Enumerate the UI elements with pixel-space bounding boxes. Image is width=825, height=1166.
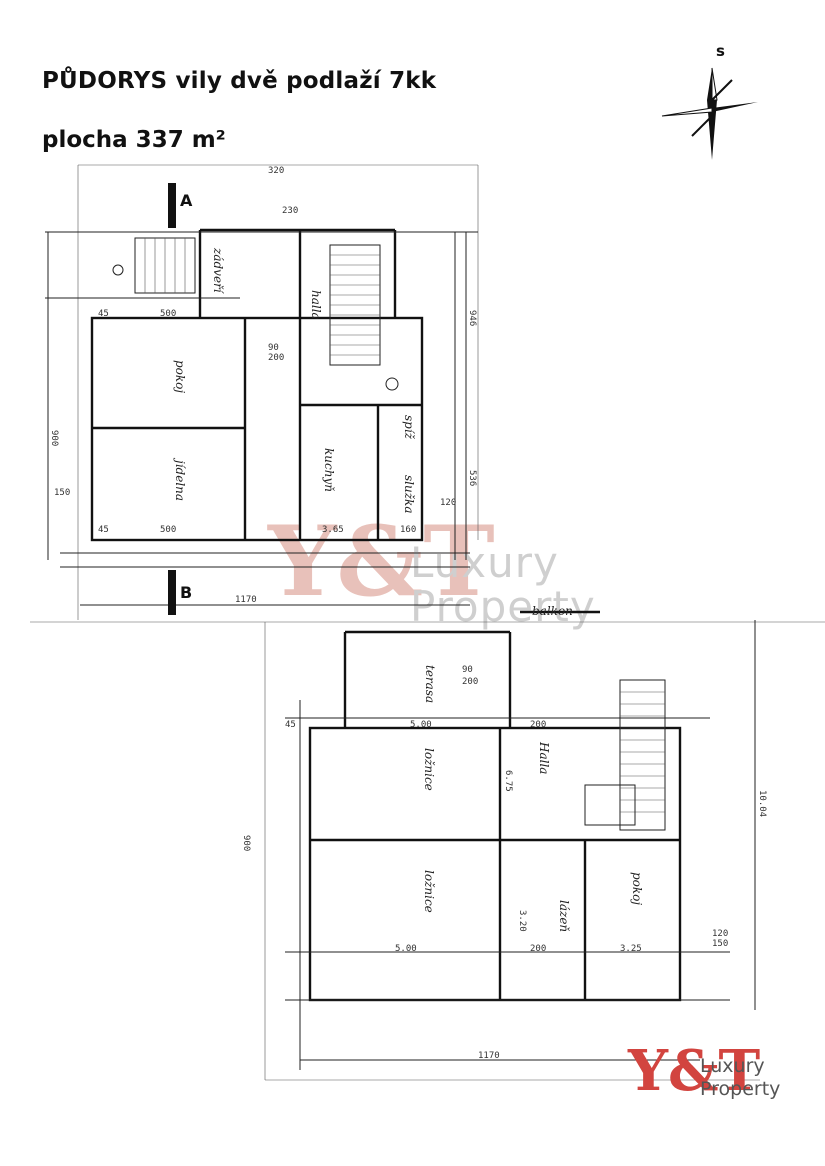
floor2-staircase [584, 679, 666, 831]
dim-label: 1170 [478, 1051, 500, 1061]
dim-label: 3.20 [517, 910, 527, 932]
dim-label: 6.75 [503, 770, 513, 792]
company-logo-mark: Y&T [628, 1038, 761, 1104]
dim-label: 45 [98, 525, 109, 535]
dim-label: 45 [285, 720, 296, 730]
dim-label: 200 [530, 720, 546, 730]
compass-north-label: s [716, 42, 725, 60]
room-label-jidelna: jídelna [173, 457, 187, 501]
dim-label: 3.25 [620, 944, 642, 954]
page-title: PŮDORYS vily dvě podlaží 7kk [42, 68, 437, 94]
dim-label: 230 [282, 206, 298, 216]
watermark-text-property: Property [410, 582, 596, 631]
area-subtitle: plocha 337 m² [42, 127, 226, 153]
room-label-halla: halla [309, 290, 323, 320]
dim-label: 200 [462, 677, 478, 687]
compass-rose-icon [661, 67, 758, 160]
dim-label: 946 [467, 310, 477, 326]
room-label-loznice1: ložnice [422, 748, 436, 791]
dim-label: 3.65 [322, 525, 344, 535]
dim-label: 10.04 [757, 790, 767, 817]
dim-label: 200 [530, 944, 546, 954]
watermark-text-luxury: Luxury [410, 538, 559, 587]
room-label-halla: Halla [537, 741, 551, 774]
dim-label: 120 [712, 929, 728, 939]
room-label-sluzka: služka [402, 475, 416, 513]
company-logo-text-property: Property [700, 1078, 781, 1100]
section-mark-b: B [180, 583, 192, 602]
dim-label: 150 [54, 488, 70, 498]
dim-label: 120 [440, 498, 456, 508]
dim-label: 90 [462, 665, 473, 675]
room-label-pokoj: pokoj [630, 872, 644, 905]
dim-label: 160 [400, 525, 416, 535]
floor1-staircase [112, 237, 399, 391]
dim-label: 320 [268, 166, 284, 176]
dim-label: 5.00 [410, 720, 432, 730]
room-label-kuchyn: kuchyň [322, 448, 336, 492]
dim-label: 500 [160, 309, 176, 319]
dim-label: 500 [160, 525, 176, 535]
dim-label: 536 [467, 470, 477, 486]
dim-label: 900 [241, 835, 251, 851]
dim-label: 900 [49, 430, 59, 446]
room-label-spiz: spíž [402, 415, 416, 440]
watermark-logo-mark: Y&T [268, 505, 495, 618]
dim-label: 1170 [235, 595, 257, 605]
room-label-balkon: balkon [532, 604, 573, 618]
floor2-plan: terasa balkon ložnice ložnice Halla poko… [241, 604, 767, 1081]
dim-label: 90 [268, 343, 279, 353]
room-label-lazen: lázeň [557, 900, 571, 932]
room-label-loznice2: ložnice [422, 870, 436, 913]
dim-label: 200 [268, 353, 284, 363]
section-mark-a: A [180, 191, 193, 210]
company-logo-text-luxury: Luxury [700, 1055, 765, 1077]
dim-label: 45 [98, 309, 109, 319]
room-label-pokoj: pokoj [173, 360, 187, 393]
dim-label: 5.00 [395, 944, 417, 954]
dim-label: 150 [712, 939, 728, 949]
room-label-zadveri: zádveří [211, 247, 225, 295]
room-label-terasa: terasa [423, 665, 437, 703]
floor1-plan: A B pokoj jídelna kuchyň halla spíž služ… [30, 164, 825, 623]
